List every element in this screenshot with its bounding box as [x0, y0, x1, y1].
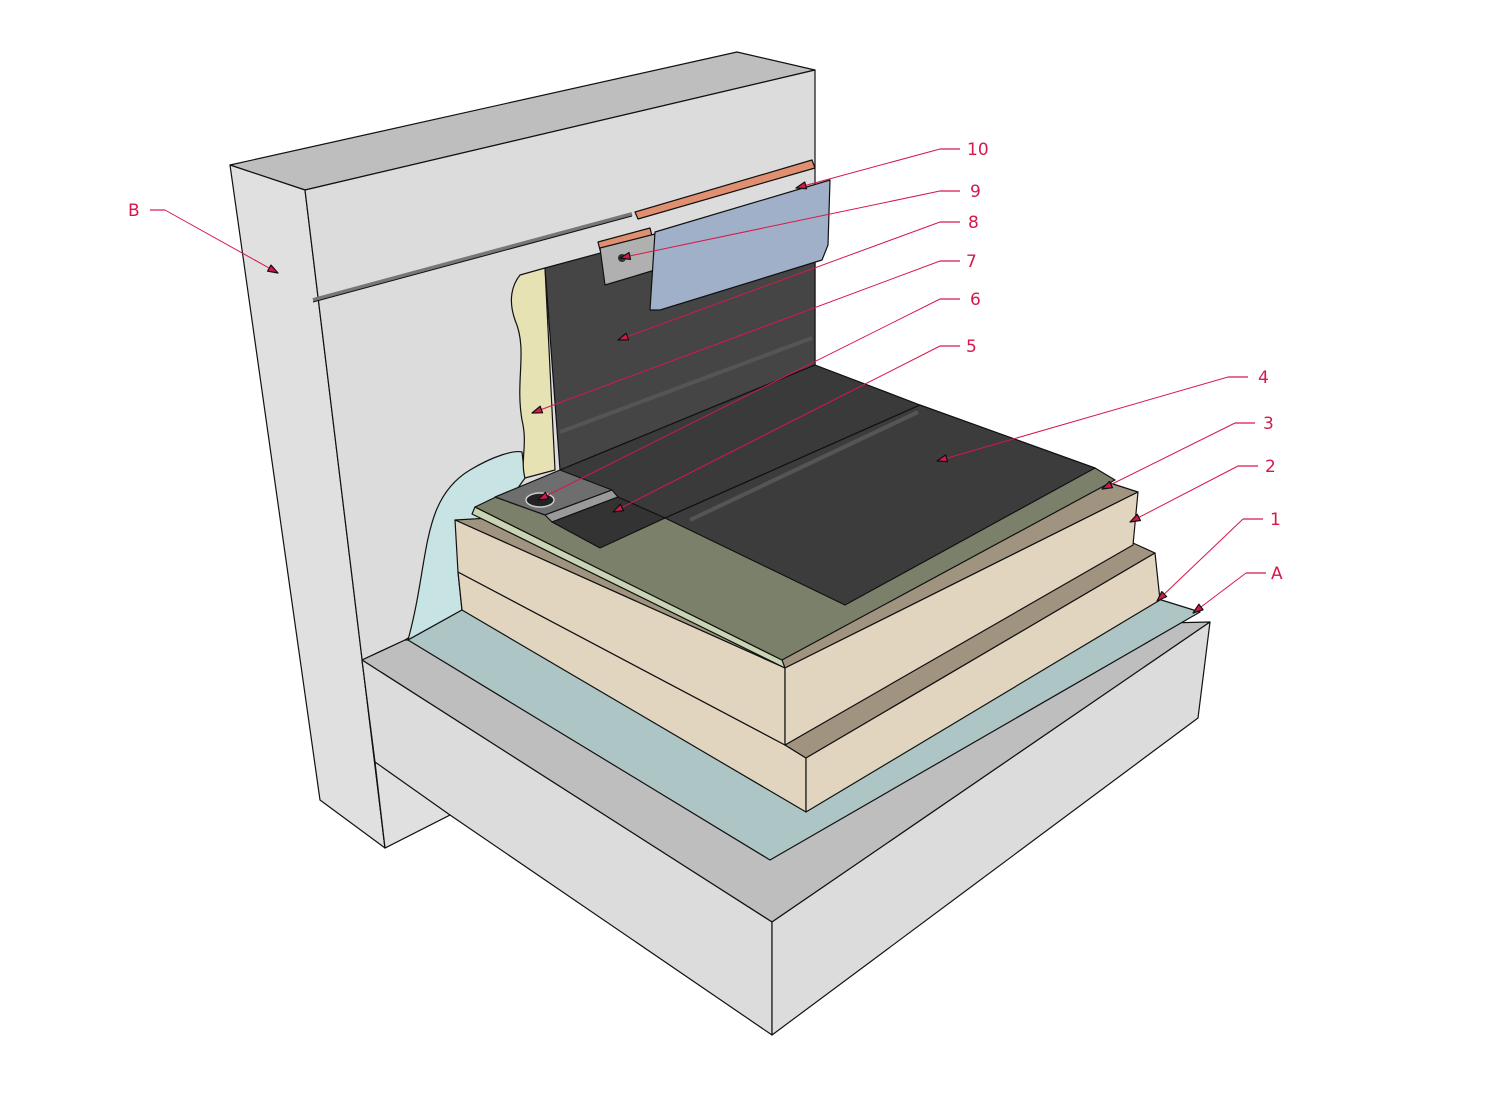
callout-2: 2: [1129, 457, 1276, 523]
callout-label: B: [128, 201, 140, 221]
arrowhead-icon: [795, 181, 808, 190]
beam-face: [374, 761, 451, 849]
callout-label: 5: [966, 337, 977, 357]
upstand-insulation: [510, 267, 556, 479]
callout-10: 10: [795, 140, 989, 190]
callout-3: 3: [1101, 414, 1274, 490]
arrowhead-icon: [1192, 603, 1204, 614]
arrowhead-icon: [537, 491, 550, 501]
membrane-seam: [689, 410, 919, 522]
callout-label: 9: [970, 182, 981, 202]
leader-line: [1192, 572, 1247, 614]
arrowhead-icon: [936, 454, 949, 463]
callout-8: 8: [617, 213, 979, 341]
callout-5: 5: [612, 337, 977, 513]
callout-label: 1: [1270, 510, 1281, 530]
leader-line: [164, 209, 279, 274]
copper-strip-upper: [634, 159, 816, 220]
callout-label: 4: [1258, 368, 1269, 388]
leader-line: [619, 190, 941, 259]
callout-4: 4: [936, 368, 1269, 463]
arrowhead-icon: [1129, 513, 1142, 523]
insulation-upper-right: [784, 491, 1139, 746]
metal-flashing: [649, 179, 831, 311]
callout-label: 8: [968, 213, 979, 233]
callout-label: 2: [1265, 457, 1276, 477]
callout-label: 7: [966, 252, 977, 272]
callout-A: A: [1192, 564, 1283, 614]
leader-line: [531, 260, 941, 414]
callout-label: A: [1271, 564, 1283, 584]
arrowhead-icon: [1156, 590, 1168, 602]
callout-label: 3: [1263, 414, 1274, 434]
callout-label: 6: [970, 290, 981, 310]
slab-right-face: [771, 621, 1211, 1036]
arrowhead-icon: [617, 332, 630, 341]
arrowhead-icon: [531, 405, 544, 414]
wall-groove-line: [312, 215, 633, 303]
wall-groove: [312, 212, 633, 302]
arrowhead-icon: [612, 503, 625, 513]
leader-line: [1129, 465, 1239, 523]
callout-7: 7: [531, 252, 977, 414]
membrane-seam: [559, 336, 813, 434]
leader-line: [612, 345, 941, 513]
callout-9: 9: [619, 182, 981, 260]
callout-1: 1: [1156, 510, 1281, 602]
leader-line: [1101, 422, 1236, 490]
membrane-field: [664, 404, 1096, 606]
leader-line: [537, 298, 941, 501]
callout-6: 6: [537, 290, 981, 501]
arrowhead-icon: [1101, 480, 1114, 490]
callout-label: 10: [967, 140, 989, 160]
cover-strip: [551, 496, 666, 549]
leader-line: [795, 148, 941, 189]
leader-line: [936, 376, 1229, 462]
leader-line: [1156, 518, 1244, 602]
leader-line: [617, 221, 941, 341]
arrowhead-icon: [619, 251, 632, 260]
arrowhead-icon: [266, 264, 279, 274]
callout-B: B: [128, 201, 279, 274]
